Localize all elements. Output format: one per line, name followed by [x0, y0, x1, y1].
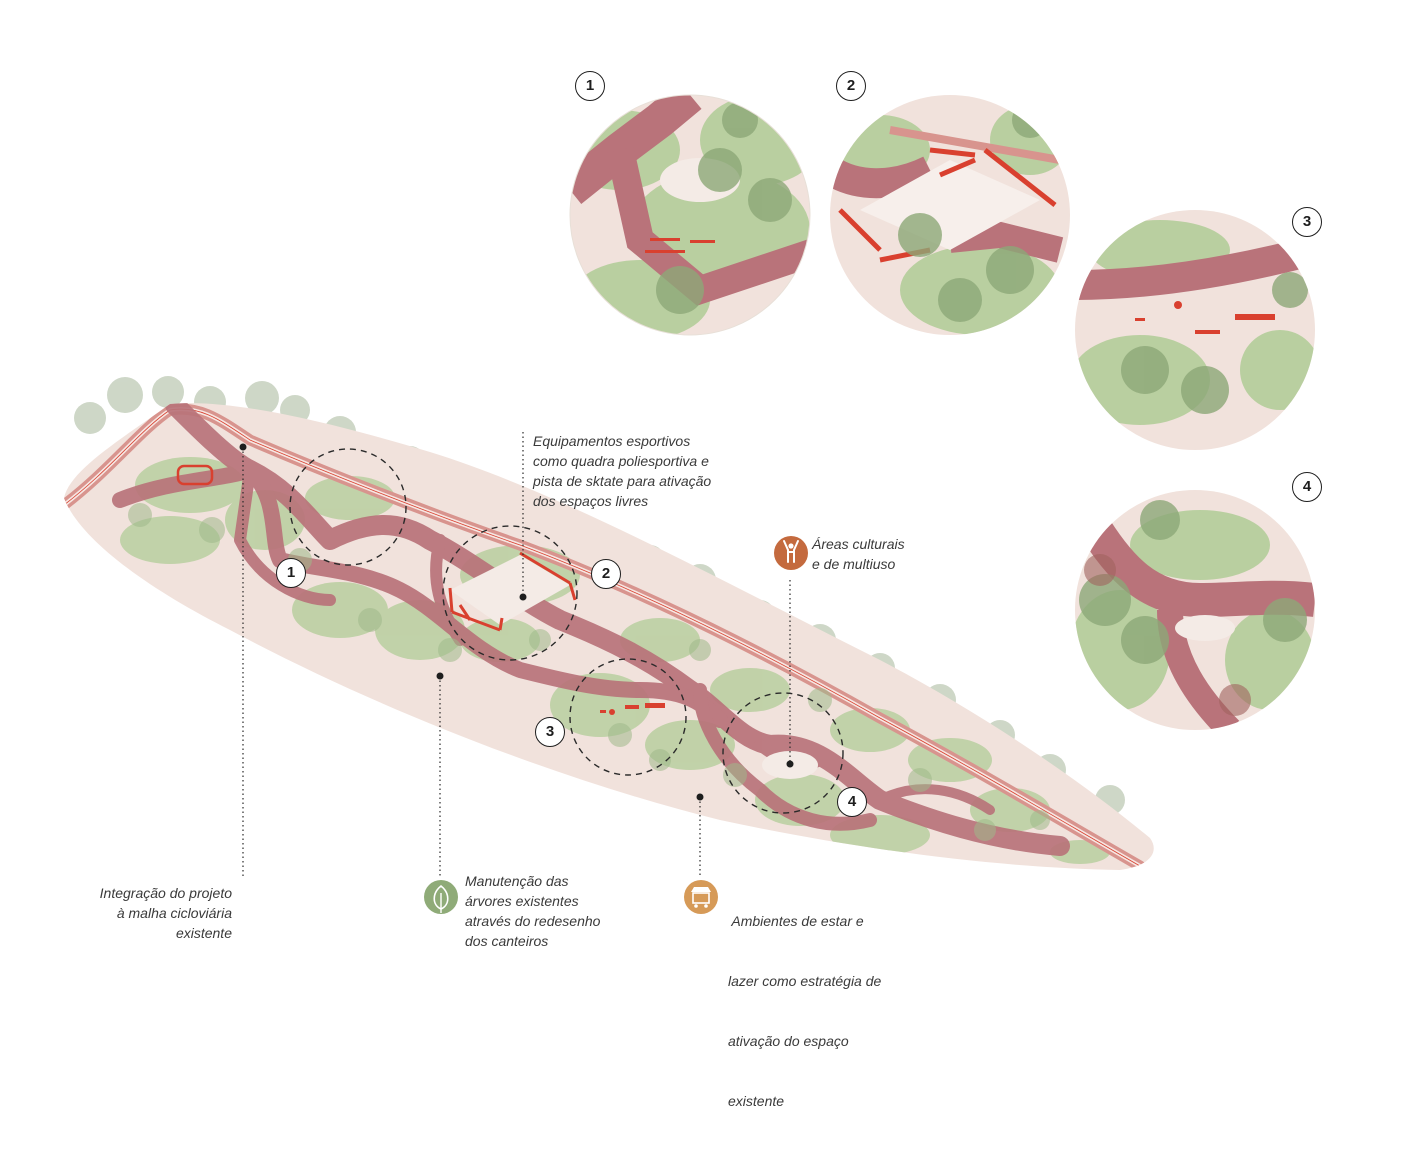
plan-label-3: 3	[535, 717, 565, 747]
plan-label-4: 4	[837, 787, 867, 817]
area-1-court	[176, 464, 214, 486]
plan-trees	[128, 503, 1050, 841]
zoom-circle-1-outline	[569, 94, 811, 336]
tree-leaf-icon	[424, 880, 458, 914]
playground-equipment	[600, 703, 665, 715]
annotation-trees: Manutenção das árvores existentes atravé…	[465, 873, 601, 949]
performer-icon	[774, 536, 808, 570]
zoom-view-3	[1075, 210, 1315, 450]
annotation-bike: Integração do projeto à malha cicloviári…	[99, 885, 232, 941]
annotation-leisure: Ambientes de estar e lazer como estratég…	[728, 913, 882, 1109]
zoom-view-1	[570, 95, 810, 335]
annotation-cultural: Áreas culturais e de multiuso	[812, 536, 905, 572]
plan-label-2: 2	[591, 559, 621, 589]
zoom-view-2	[830, 95, 1070, 335]
plan-label-1: 1	[276, 558, 306, 588]
leader-dots	[239, 443, 794, 801]
court-fence	[448, 551, 577, 632]
plan-focus-circles	[289, 448, 844, 814]
leader-lines	[242, 432, 791, 878]
zoom-label-3: 3	[1292, 207, 1322, 237]
zoom-label-1: 1	[575, 71, 605, 101]
park-axonometric-plan	[64, 94, 1315, 914]
zoom-view-4	[1075, 490, 1315, 730]
zoom-label-4: 4	[1292, 472, 1322, 502]
food-cart-icon	[684, 880, 718, 914]
sports-court	[450, 555, 570, 625]
zoom-label-2: 2	[836, 71, 866, 101]
park-diagram: 1 2 3 4 1 2 3 4 Equipamentos esportivos …	[64, 71, 1322, 1109]
annotation-sports: Equipamentos esportivos como quadra poli…	[533, 433, 712, 509]
